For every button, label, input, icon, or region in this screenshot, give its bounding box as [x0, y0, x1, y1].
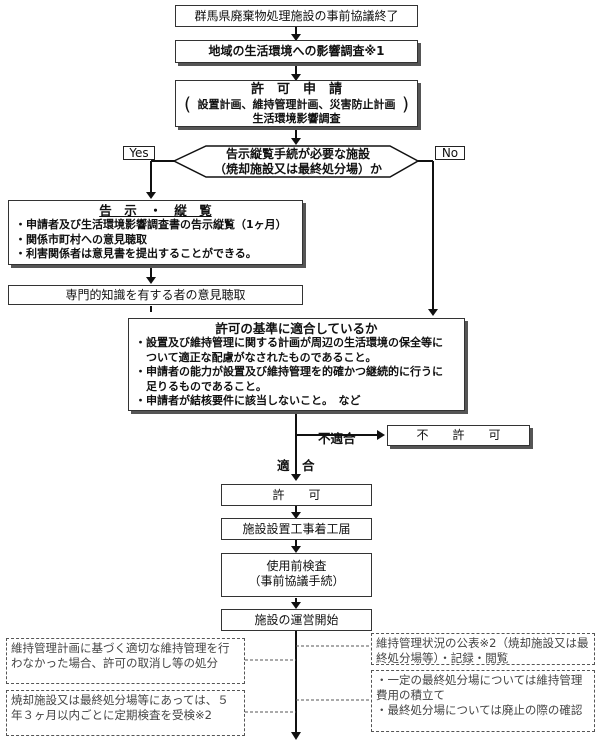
decision-line1: 告示縦覧手続が必要な施設	[225, 147, 370, 161]
note-revocation: 維持管理計画に基づく適切な維持管理を行わなかった場合、許可の取消し等の処分	[6, 638, 245, 684]
yes-text: Yes	[129, 146, 149, 160]
notice-title: 告 示 ・ 縦 覧	[99, 203, 212, 218]
no-text: No	[441, 146, 459, 160]
criteria-item: ・申請者が結核要件に該当しないこと。 など	[135, 394, 361, 407]
deny-box: 不 許 可	[387, 425, 530, 446]
notice-box: 告 示 ・ 縦 覧 ・申請者及び生活環境影響調査書の告示縦覧（1ヶ月） ・関係市…	[8, 200, 303, 265]
notice-list: ・申請者及び生活環境影響調査書の告示縦覧（1ヶ月） ・関係市町村への意見聴取 ・…	[15, 218, 296, 262]
nonconform-text: 不適合	[318, 431, 356, 446]
decision-text: 告示縦覧手続が必要な施設 （焼却施設又は最終処分場）か	[200, 147, 396, 176]
conform-label: 適 合	[277, 455, 315, 474]
decision-line2: （焼却施設又は最終処分場）か	[213, 161, 382, 176]
criteria-item: 足りるものであること。	[135, 379, 267, 393]
step-application: 許 可 申 請 設置計画、維持管理計画、災害防止計画 生活環境影響調査 ( )	[175, 80, 418, 127]
no-label: No	[435, 146, 465, 160]
note-landfill: ・一定の最終処分場については維持管理費用の積立て ・最終処分場については廃止の際…	[371, 670, 595, 732]
application-sub1: 設置計画、維持管理計画、災害防止計画	[197, 98, 396, 111]
yes-label: Yes	[123, 146, 155, 160]
step-impact-survey: 地域の生活環境への影響調査※1	[175, 40, 418, 63]
note-periodic-inspection-text: 焼却施設又は最終処分場等にあっては、５年３ヶ月以内ごとに定期検査を受検※2	[11, 693, 229, 722]
decision-shape	[172, 145, 420, 178]
conform-text: 適 合	[277, 458, 315, 473]
precheck-line2: （事前協議手続）	[248, 574, 345, 588]
right-bracket: )	[401, 94, 409, 115]
nonconform-label: 不適合	[318, 428, 356, 447]
precheck-line1: 使用前検査	[266, 559, 327, 573]
notice-item: ・申請者及び生活環境影響調査書の告示縦覧（1ヶ月）	[15, 218, 287, 231]
note-periodic-inspection: 焼却施設又は最終処分場等にあっては、５年３ヶ月以内ごとに定期検査を受検※2	[6, 690, 245, 736]
permit-box: 許 可	[221, 484, 372, 506]
step-prior-consultation: 群馬県廃棄物処理施設の事前協議終了	[175, 5, 418, 27]
operation-label: 施設の運営開始	[254, 612, 339, 627]
application-title: 許 可 申 請	[250, 82, 342, 97]
operation-box: 施設の運営開始	[221, 609, 372, 631]
step-impact-survey-label: 地域の生活環境への影響調査※1	[208, 44, 385, 58]
deny-label: 不 許 可	[416, 428, 501, 442]
precheck-box: 使用前検査 （事前協議手続）	[221, 553, 372, 597]
notice-item: ・関係市町村への意見聴取	[15, 232, 147, 246]
criteria-item: ・設置及び維持管理に関する計画が周辺の生活環境の保全等に	[135, 336, 443, 349]
construction-box: 施設設置工事着工届	[221, 518, 372, 540]
permit-label: 許 可	[272, 487, 321, 502]
criteria-box: 許可の基準に適合しているか ・設置及び維持管理に関する計画が周辺の生活環境の保全…	[128, 318, 465, 411]
notice-item: ・利害関係者は意見書を提出することができる。	[15, 247, 257, 260]
note-landfill-item: ・最終処分場については廃止の際の確認	[376, 703, 583, 717]
left-bracket: (	[184, 94, 192, 115]
note-disclosure-text: 維持管理状況の公表※2（焼却施設又は最終処分場等）・記録・閲覧	[376, 636, 589, 665]
application-sub2: 生活環境影響調査	[252, 112, 341, 125]
note-landfill-item: ・一定の最終処分場については維持管理費用の積立て	[376, 673, 583, 702]
expert-opinion: 専門的知識を有する者の意見聴取	[8, 285, 303, 305]
criteria-item: ついて適正な配慮がなされたものであること。	[135, 350, 377, 364]
construction-label: 施設設置工事着工届	[242, 521, 351, 536]
expert-opinion-label: 専門的知識を有する者の意見聴取	[65, 287, 246, 302]
criteria-item: ・申請者の能力が設置及び維持管理を的確かつ継続的に行うに	[135, 365, 443, 378]
criteria-title: 許可の基準に適合しているか	[215, 321, 378, 336]
step-prior-consultation-label: 群馬県廃棄物処理施設の事前協議終了	[194, 8, 399, 23]
note-disclosure: 維持管理状況の公表※2（焼却施設又は最終処分場等）・記録・閲覧	[371, 633, 595, 665]
criteria-list: ・設置及び維持管理に関する計画が周辺の生活環境の保全等に ついて適正な配慮がなさ…	[135, 336, 458, 409]
note-revocation-text: 維持管理計画に基づく適切な維持管理を行わなかった場合、許可の取消し等の処分	[11, 641, 230, 670]
